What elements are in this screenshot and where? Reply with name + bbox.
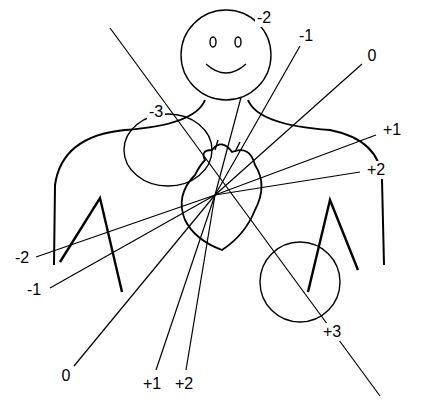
potential-label: 0 [60,367,73,385]
arm-outline [60,198,122,292]
field-line [215,172,360,195]
eye [235,37,241,47]
shoulder-outline [54,100,205,265]
field-line [215,135,376,195]
lung-outline [260,242,340,322]
shoulder-outline [248,100,384,265]
potential-label: -2 [13,249,31,267]
field-line [186,195,215,370]
potential-label: -1 [297,27,315,45]
potential-label: +2 [365,161,387,179]
potential-label: +3 [321,323,343,341]
potential-label: -2 [255,9,273,27]
potential-label: -1 [25,281,43,299]
lung-outline [124,114,212,186]
field-line [50,195,215,288]
smile [206,64,246,73]
body-outline [54,10,384,322]
arm-outline [308,200,358,292]
potential-label: +1 [381,121,403,139]
potential-label: +1 [141,375,163,393]
potential-label: +2 [173,375,195,393]
potential-label: 0 [366,47,379,65]
potential-label: -3 [147,103,165,121]
heart-vessel [215,140,240,152]
heart [182,144,262,250]
eye [210,37,216,47]
field-line [74,195,215,366]
